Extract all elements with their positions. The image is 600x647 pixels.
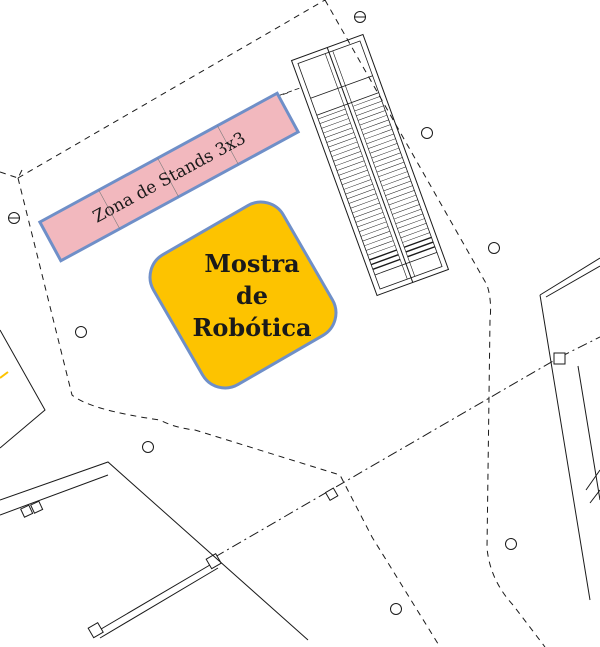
escalator-step [370, 254, 399, 266]
escalator-step [395, 213, 423, 225]
column-marker [421, 127, 433, 139]
robotics-area-label-line-2: de [236, 281, 268, 310]
escalator-step [365, 240, 394, 251]
wall-marker [87, 621, 104, 639]
escalator-step [356, 105, 384, 116]
escalator-step [376, 161, 405, 173]
escalator-step [405, 241, 434, 253]
escalator-step [352, 96, 381, 107]
axis-marker [553, 352, 566, 365]
right-building [539, 257, 600, 601]
escalator-step [318, 108, 346, 120]
escalator-step [328, 137, 356, 148]
escalator-step [367, 245, 396, 256]
escalator-step [343, 179, 372, 190]
escalator-step [407, 246, 436, 258]
escalator-step [372, 258, 401, 270]
escalator-step [402, 232, 430, 243]
escalator-step [381, 176, 410, 187]
escalator-step [319, 113, 348, 124]
column-marker [488, 242, 500, 254]
escalator-step [357, 216, 385, 228]
building-outline [0, 461, 309, 641]
hall-boundary-dashed [17, 0, 546, 647]
escalator-step [323, 122, 351, 134]
escalator-step [383, 180, 412, 192]
escalator-step [388, 194, 417, 206]
robotics-area-label-line-3: Robótica [192, 313, 311, 342]
escalator-step [341, 174, 370, 185]
escalator-step [385, 185, 413, 196]
wall-line [95, 561, 219, 639]
escalator-step [352, 202, 380, 214]
escalator-step [348, 193, 377, 204]
escalator-step [364, 235, 392, 247]
axis-marker [324, 487, 339, 502]
escalator-step [369, 249, 397, 261]
escalator-step [340, 169, 368, 181]
escalator-step [361, 119, 389, 131]
escalator-step [363, 124, 391, 135]
escalator-step [364, 129, 393, 140]
escalator-step [359, 114, 388, 126]
escalator-step [387, 190, 415, 201]
column-marker [390, 603, 402, 615]
escalator-step [345, 183, 373, 195]
escalator-step [330, 141, 358, 153]
axis-line [214, 336, 600, 558]
escalator-step [398, 223, 427, 234]
stands-zone-label: Zona de Stands 3x3 [90, 128, 250, 227]
escalator-step [336, 160, 365, 171]
escalator [290, 33, 450, 297]
column-marker [142, 441, 154, 453]
escalator-step [369, 143, 398, 154]
escalator-step [371, 147, 400, 159]
escalator-step [354, 100, 382, 112]
escalator-step [375, 157, 403, 168]
right-building-dash [585, 469, 600, 504]
building-marker [30, 500, 44, 514]
escalator-step [359, 221, 387, 232]
escalator-step [347, 188, 375, 200]
escalator-step [331, 146, 360, 157]
left-building-fragment [0, 329, 46, 449]
escalator-step [390, 199, 418, 210]
escalator-step [403, 236, 432, 248]
escalator-step [350, 198, 378, 209]
escalator-step [324, 127, 353, 138]
escalator-step [360, 226, 389, 237]
escalator-step [326, 132, 355, 143]
left-accent [0, 371, 9, 379]
column-marker [505, 538, 517, 550]
escalator-step [357, 110, 386, 121]
column-marker [75, 326, 87, 338]
escalator-step [378, 166, 406, 178]
hall-boundary-dashed-2 [0, 169, 23, 179]
escalator-step [353, 207, 382, 218]
escalator-step [368, 138, 396, 149]
escalator-step [333, 151, 361, 162]
escalator-step [400, 227, 429, 239]
escalator-step [397, 218, 425, 229]
escalator-step [373, 152, 401, 163]
escalator-step [366, 133, 394, 145]
robotics-area[interactable] [141, 193, 346, 398]
escalator-step [393, 208, 422, 220]
escalator-step [338, 165, 366, 176]
robotics-area-label-line-1: Mostra [204, 249, 299, 278]
escalator-step [321, 118, 349, 129]
building-marker [20, 504, 34, 518]
wall-marker [205, 552, 222, 570]
escalator-step [380, 171, 408, 182]
escalator-step [355, 212, 384, 223]
escalator-step [362, 230, 390, 242]
escalator-step [335, 155, 363, 167]
escalator-step [392, 204, 420, 215]
